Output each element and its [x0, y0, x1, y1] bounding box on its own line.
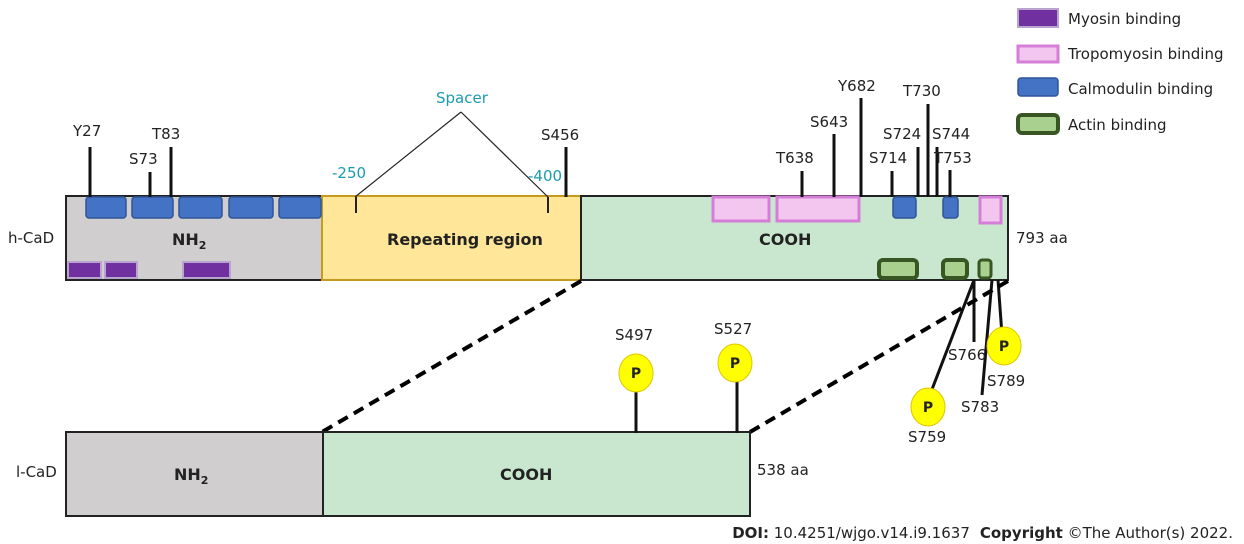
- site-label-s783: S783: [961, 398, 999, 416]
- phospho-marker-s759: P: [910, 387, 946, 427]
- tropomyosin-binding-box: [978, 195, 1003, 225]
- site-label-s789: S789: [987, 372, 1025, 390]
- hcad-repeating-label: Repeating region: [387, 230, 543, 249]
- site-label-s744: S744: [932, 125, 970, 143]
- myosin-binding-box: [182, 261, 231, 279]
- tropomyosin-binding-box: [775, 195, 861, 223]
- phospho-p-label: P: [631, 366, 641, 382]
- phospho-marker-s789: P: [986, 326, 1022, 366]
- phospho-p-label: P: [730, 356, 740, 372]
- lcad-nh2-label: NH2: [174, 465, 208, 487]
- lcad-length: 538 aa: [757, 461, 809, 479]
- site-label-s73: S73: [129, 150, 158, 168]
- hcad-cooh-label: COOH: [759, 230, 811, 249]
- site-label-s643: S643: [810, 113, 848, 131]
- lcad-protein: l-CaD NH2 COOH 538 aa P P S497 S527: [16, 320, 809, 517]
- spacer-start-label: -250: [332, 164, 366, 182]
- hcad-site-stalks: [88, 98, 952, 197]
- calmodulin-binding-box: [178, 196, 223, 219]
- legend-calmodulin-label: Calmodulin binding: [1068, 80, 1213, 98]
- actin-binding-box: [877, 258, 919, 280]
- calmodulin-binding-box: [942, 196, 959, 219]
- copyright-value: ©The Author(s) 2022.: [1063, 524, 1233, 542]
- hcad-nh2-subscript: 2: [199, 239, 207, 252]
- phospho-p-label: P: [999, 339, 1009, 355]
- site-label-s456: S456: [541, 126, 579, 144]
- site-label-t753: T753: [933, 149, 972, 167]
- site-label-s497: S497: [615, 326, 653, 344]
- legend: Myosin binding Tropomyosin binding Calmo…: [1016, 8, 1224, 135]
- doi-value: 10.4251/wjgo.v14.i9.1637: [769, 524, 970, 542]
- hcad-nh2-label: NH2: [172, 230, 206, 252]
- spacer-end-label: -400: [528, 167, 562, 185]
- copyright-label: Copyright: [980, 524, 1063, 542]
- site-label-t730: T730: [902, 82, 941, 100]
- lcad-cooh-label: COOH: [500, 465, 552, 484]
- site-label-s724: S724: [883, 125, 921, 143]
- legend-actin-swatch: [1016, 113, 1060, 135]
- spacer-annotation: Spacer -250 -400: [332, 89, 562, 213]
- legend-tropomyosin-label: Tropomyosin binding: [1067, 45, 1224, 63]
- lcad-nh2-subscript: 2: [201, 474, 209, 487]
- myosin-binding-box: [67, 261, 102, 279]
- calmodulin-binding-box: [278, 196, 322, 219]
- legend-myosin-label: Myosin binding: [1068, 10, 1181, 28]
- site-label-s766: S766: [948, 346, 986, 364]
- phospho-marker-s527: P: [717, 343, 753, 383]
- phospho-marker-s497: P: [618, 353, 654, 393]
- legend-calmodulin-swatch: [1017, 77, 1059, 97]
- legend-tropomyosin-swatch: [1016, 44, 1060, 64]
- site-label-y682: Y682: [837, 77, 876, 95]
- hcad-lower-stalks: [929, 279, 1004, 396]
- site-label-s714: S714: [869, 149, 907, 167]
- site-label-s527: S527: [714, 320, 752, 338]
- hcad-protein: h-CaD NH2 Repeating region COOH 793 aa: [8, 77, 1068, 446]
- calmodulin-binding-box: [85, 196, 127, 219]
- calmodulin-binding-box: [892, 196, 917, 219]
- actin-binding-box: [977, 258, 993, 280]
- hcad-label: h-CaD: [8, 229, 54, 247]
- doi-label: DOI:: [732, 524, 769, 542]
- hcad-repeating-region: [321, 195, 582, 281]
- hcad-length: 793 aa: [1016, 229, 1068, 247]
- lcad-cooh-region: [322, 431, 751, 517]
- lcad-nh2-region: [65, 431, 324, 517]
- tropomyosin-binding-box: [711, 195, 771, 223]
- phospho-p-label: P: [923, 400, 933, 416]
- site-label-s759: S759: [908, 428, 946, 446]
- calmodulin-binding-box: [131, 196, 174, 219]
- lcad-label: l-CaD: [16, 463, 57, 481]
- myosin-binding-box: [104, 261, 138, 279]
- calmodulin-binding-box: [228, 196, 274, 219]
- site-label-y27: Y27: [72, 122, 101, 140]
- spacer-label: Spacer: [436, 89, 489, 107]
- footer-citation: DOI: 10.4251/wjgo.v14.i9.1637 Copyright ©…: [732, 524, 1233, 542]
- legend-myosin-swatch: [1017, 8, 1059, 28]
- legend-actin-label: Actin binding: [1068, 116, 1166, 134]
- actin-binding-box: [941, 258, 969, 280]
- site-label-t83: T83: [151, 125, 180, 143]
- zoom-connectors: [320, 279, 1010, 434]
- site-label-t638: T638: [775, 149, 814, 167]
